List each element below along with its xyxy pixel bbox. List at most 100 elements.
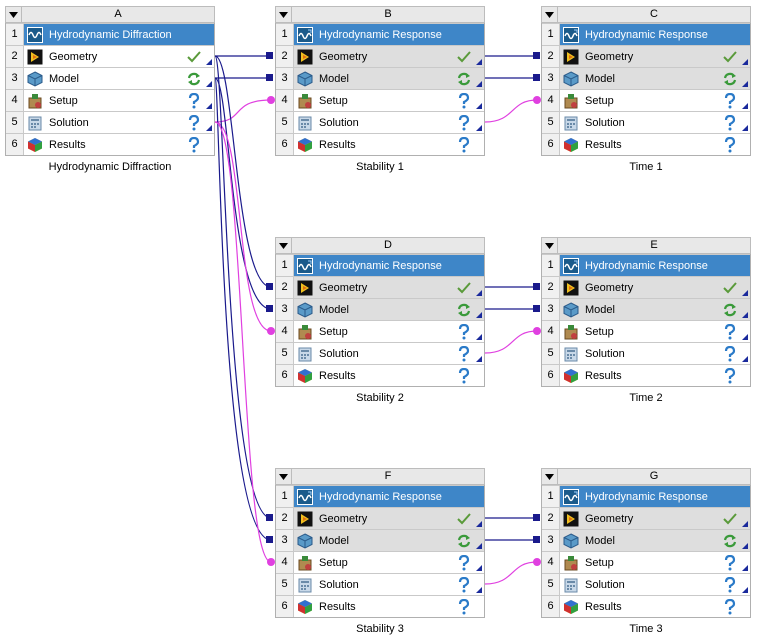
system-caption[interactable]: Time 1 <box>629 161 663 173</box>
system-caption[interactable]: Stability 3 <box>356 623 404 635</box>
link-endpoint-dot <box>267 327 275 335</box>
refresh-icon <box>456 71 472 87</box>
question-mark-icon <box>186 136 202 153</box>
refresh-icon <box>722 533 738 549</box>
system-menu-arrow[interactable] <box>541 468 558 485</box>
context-triangle-icon[interactable] <box>476 543 482 549</box>
context-triangle-icon[interactable] <box>742 125 748 131</box>
context-triangle-icon[interactable] <box>476 334 482 340</box>
setup-icon <box>297 93 313 109</box>
system-letter: G <box>558 468 751 485</box>
checkmark-icon <box>456 49 472 65</box>
context-triangle-icon[interactable] <box>476 312 482 318</box>
context-triangle-icon[interactable] <box>206 81 212 87</box>
system-caption[interactable]: Stability 2 <box>356 392 404 404</box>
solution-icon <box>297 577 313 593</box>
context-triangle-icon[interactable] <box>476 59 482 65</box>
system-letter: A <box>22 6 215 23</box>
link-endpoint-square <box>266 74 273 81</box>
context-triangle-icon[interactable] <box>476 565 482 571</box>
context-triangle-icon[interactable] <box>742 543 748 549</box>
context-triangle-icon[interactable] <box>206 103 212 109</box>
context-triangle-icon[interactable] <box>742 103 748 109</box>
context-triangle-icon[interactable] <box>476 125 482 131</box>
context-triangle-icon[interactable] <box>742 312 748 318</box>
system-caption[interactable]: Hydrodynamic Diffraction <box>48 161 172 173</box>
context-triangle-icon[interactable] <box>742 356 748 362</box>
context-triangle-icon[interactable] <box>206 125 212 131</box>
context-triangle-icon[interactable] <box>476 103 482 109</box>
system-menu-arrow[interactable] <box>275 6 292 23</box>
solution-link <box>484 330 538 354</box>
system-menu-arrow[interactable] <box>5 6 22 23</box>
geometry-icon <box>563 280 579 296</box>
question-mark-icon <box>456 323 472 340</box>
context-triangle-icon[interactable] <box>476 290 482 296</box>
context-triangle-icon[interactable] <box>742 334 748 340</box>
context-triangle-icon[interactable] <box>742 565 748 571</box>
context-triangle-icon[interactable] <box>476 81 482 87</box>
results-icon <box>297 599 313 615</box>
context-triangle-icon[interactable] <box>742 81 748 87</box>
context-triangle-icon[interactable] <box>742 59 748 65</box>
system-menu-arrow[interactable] <box>541 237 558 254</box>
system-caption[interactable]: Stability 1 <box>356 161 404 173</box>
refresh-icon <box>456 533 472 549</box>
context-triangle-icon[interactable] <box>206 59 212 65</box>
system-menu-arrow[interactable] <box>275 237 292 254</box>
context-triangle-icon[interactable] <box>742 290 748 296</box>
context-triangle-icon[interactable] <box>742 587 748 593</box>
system-menu-arrow[interactable] <box>541 6 558 23</box>
context-triangle-icon[interactable] <box>742 521 748 527</box>
context-triangle-icon[interactable] <box>476 356 482 362</box>
system-caption[interactable]: Time 3 <box>629 623 663 635</box>
context-triangle-icon[interactable] <box>476 587 482 593</box>
context-triangle-icon[interactable] <box>476 521 482 527</box>
system-caption[interactable]: Time 2 <box>629 392 663 404</box>
system-menu-arrow[interactable] <box>275 468 292 485</box>
